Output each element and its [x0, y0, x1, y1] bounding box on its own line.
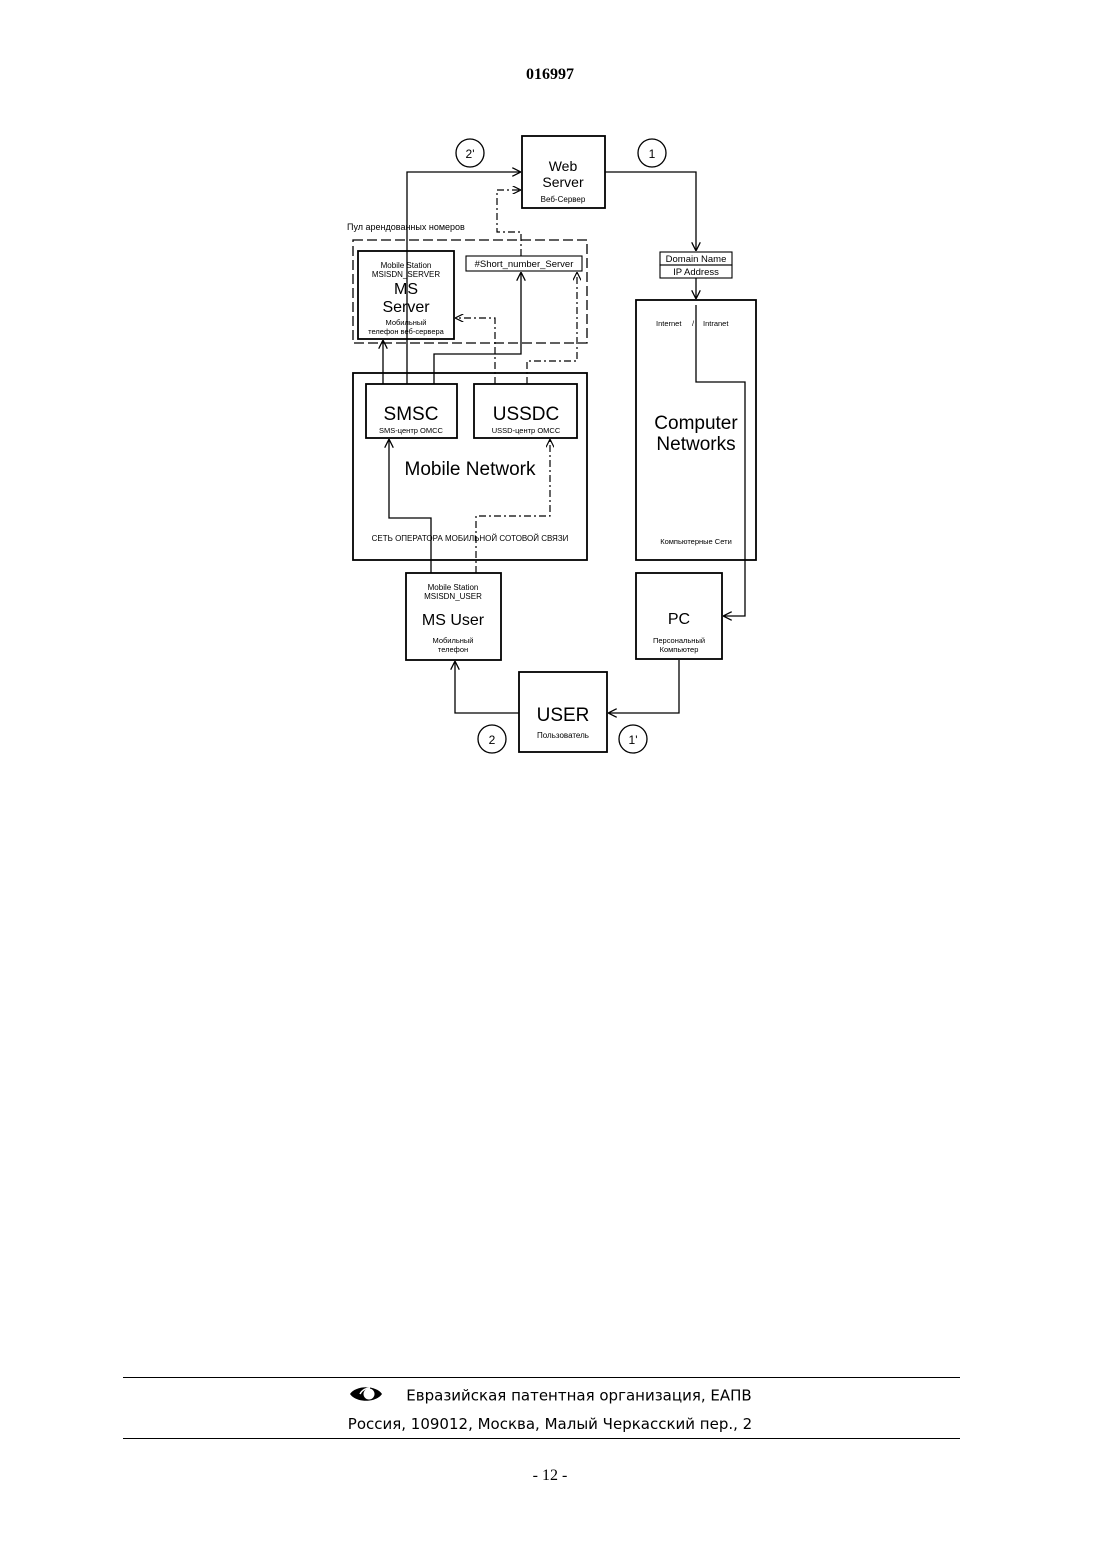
smsc-subtitle: SMS-центр ОМСС	[379, 426, 443, 435]
ms-server-title-1: MS	[394, 281, 418, 298]
web-server-subtitle: Веб-Сервер	[541, 195, 586, 204]
marker-1: 1	[649, 147, 656, 161]
user-title: USER	[537, 705, 590, 726]
short-number-label: #Short_number_Server	[475, 259, 574, 270]
smsc-title: SMSC	[384, 404, 439, 425]
ip-address-label: IP Address	[673, 267, 719, 278]
connector-short-to-web	[497, 190, 521, 256]
intranet-label: Intranet	[703, 319, 729, 328]
footer-top-rule	[123, 1377, 960, 1378]
page-number: - 12 -	[0, 1467, 1100, 1485]
pc-sub-2: Компьютер	[660, 645, 699, 654]
web-server-title-2: Server	[542, 174, 584, 190]
user-subtitle: Пользователь	[537, 731, 589, 740]
connector-smsc-to-short	[434, 273, 521, 384]
ussdc-subtitle: USSD-центр ОМСС	[492, 426, 561, 435]
ms-server-sub-1: Мобильный	[386, 318, 427, 327]
mobile-network-subtitle: СЕТЬ ОПЕРАТОРА МОБИЛЬНОЙ СОТОВОЙ СВЯЗИ	[372, 534, 569, 543]
ms-user-sub-1: Мобильный	[433, 636, 474, 645]
network-diagram: Web Server Веб-Сервер 2' 1 2 1' Mobile S…	[0, 0, 1100, 800]
pool-label: Пул арендованных номеров	[347, 222, 465, 232]
ms-user-small-1: Mobile Station	[428, 583, 479, 592]
ms-user-title: MS User	[422, 612, 485, 629]
footer-org-text: Евразийская патентная организация, ЕАПВ	[406, 1387, 751, 1405]
eapo-logo-icon	[348, 1384, 384, 1408]
connector-user-to-msuser	[455, 662, 519, 713]
connector-web-to-domain	[605, 172, 696, 250]
ussdc-title: USSDC	[493, 404, 560, 425]
connector-pc-to-user	[609, 660, 679, 713]
mobile-network-title: Mobile Network	[405, 459, 536, 480]
ms-server-small-2: MSISDN_SERVER	[372, 270, 441, 279]
footer-bottom-rule	[123, 1438, 960, 1439]
internet-label: Internet	[656, 319, 682, 328]
domain-name-label: Domain Name	[666, 254, 727, 265]
ms-user-small-2: MSISDN_USER	[424, 592, 482, 601]
connector-ussdc-to-short	[527, 273, 577, 384]
marker-2: 2	[489, 733, 496, 747]
pc-sub-1: Персональный	[653, 636, 705, 645]
footer-address: Россия, 109012, Москва, Малый Черкасский…	[0, 1415, 1100, 1433]
pc-title: PC	[668, 611, 690, 628]
connector-net-to-pc	[696, 305, 745, 616]
computer-networks-subtitle: Компьютерные Сети	[660, 537, 732, 546]
slash-label: /	[692, 319, 695, 328]
ms-server-sub-2: телефон веб-сервера	[368, 327, 445, 336]
computer-networks-title-1: Computer	[654, 413, 738, 434]
ms-server-small-1: Mobile Station	[381, 261, 432, 270]
web-server-title-1: Web	[549, 158, 578, 174]
marker-2p: 2'	[466, 147, 475, 161]
footer-organization: Евразийская патентная организация, ЕАПВ	[0, 1384, 1100, 1408]
computer-networks-title-2: Networks	[656, 434, 735, 455]
ms-server-title-2: Server	[382, 299, 430, 316]
marker-1p: 1'	[629, 733, 638, 747]
ms-user-sub-2: телефон	[438, 645, 468, 654]
connector-ussdc-to-msserver	[456, 318, 495, 384]
